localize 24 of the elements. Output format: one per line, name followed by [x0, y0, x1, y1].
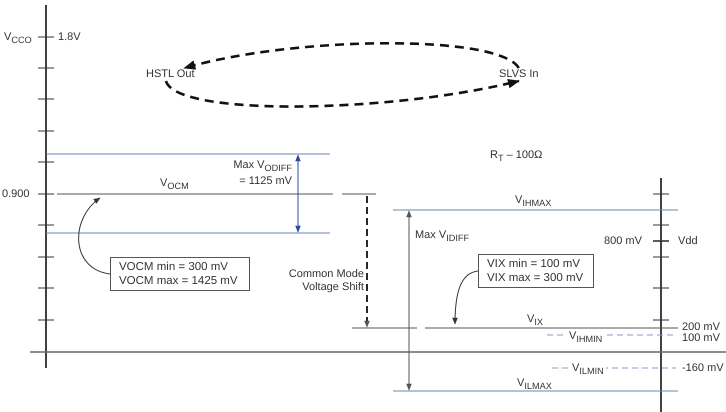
level-label: R$_{T}$ – 100Ω — [490, 149, 542, 166]
arrow — [183, 42, 520, 70]
level-label: Vdd — [678, 235, 698, 248]
level-label: 1.8V — [58, 31, 81, 44]
signal-label: SLVS In — [499, 68, 539, 81]
leader-line — [452, 270, 478, 325]
level-label: V$_{ILMAX}$ — [517, 377, 552, 394]
level-label: Common Mode Voltage Shift — [288, 268, 364, 294]
level-label: Max V$_{ODIFF}$ = 1125 mV — [232, 159, 292, 188]
level-label: 100 mV — [682, 332, 720, 345]
level-label: 800 mV — [604, 235, 642, 248]
level-label: 0.900 — [2, 188, 30, 201]
level-label: -160 mV — [682, 362, 724, 375]
level-label: Max V$_{IDIFF}$ — [415, 229, 470, 246]
callout-box: VOCM min = 300 mV VOCM max = 1425 mV — [110, 257, 250, 291]
level-label: V$_{OCM}$ — [160, 177, 189, 194]
level-label: V$_{IHMAX}$ — [515, 194, 552, 210]
leader-line — [78, 198, 110, 274]
signal-label: HSTL Out — [146, 68, 194, 81]
level-label: V$_{CCO}$ — [4, 31, 32, 48]
level-label: V$_{IX}$ — [527, 313, 543, 330]
level-label: 200 mV — [682, 321, 720, 333]
callout-box: VIX min = 100 mV VIX max = 300 mV — [478, 254, 594, 288]
arrow — [164, 78, 520, 108]
